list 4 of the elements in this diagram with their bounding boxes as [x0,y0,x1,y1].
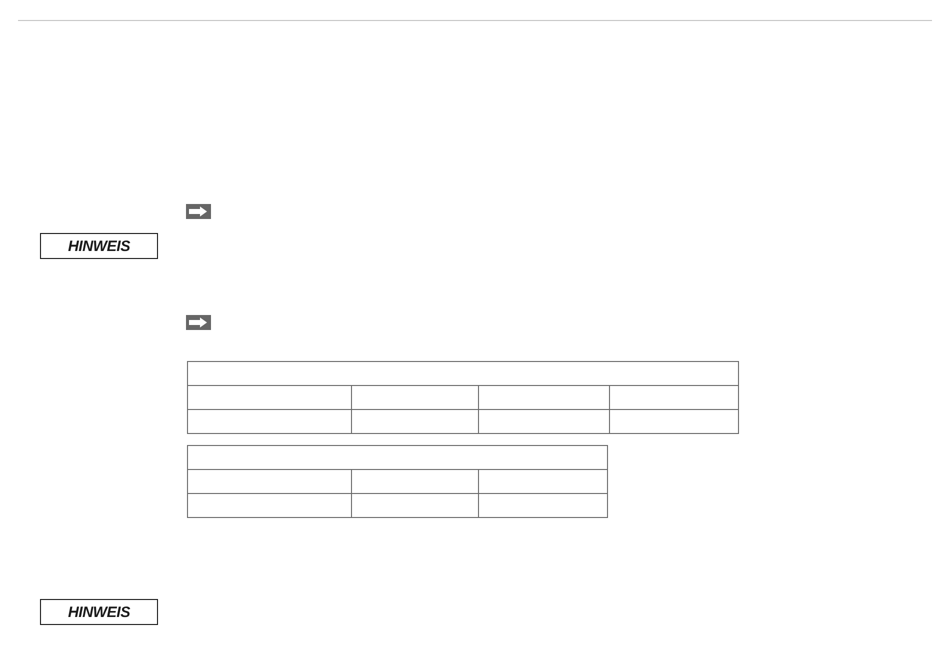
notice-label: HINWEIS [68,238,130,254]
notice-box [40,599,158,625]
notice-box [40,233,158,259]
notice-label: HINWEIS [68,604,130,620]
